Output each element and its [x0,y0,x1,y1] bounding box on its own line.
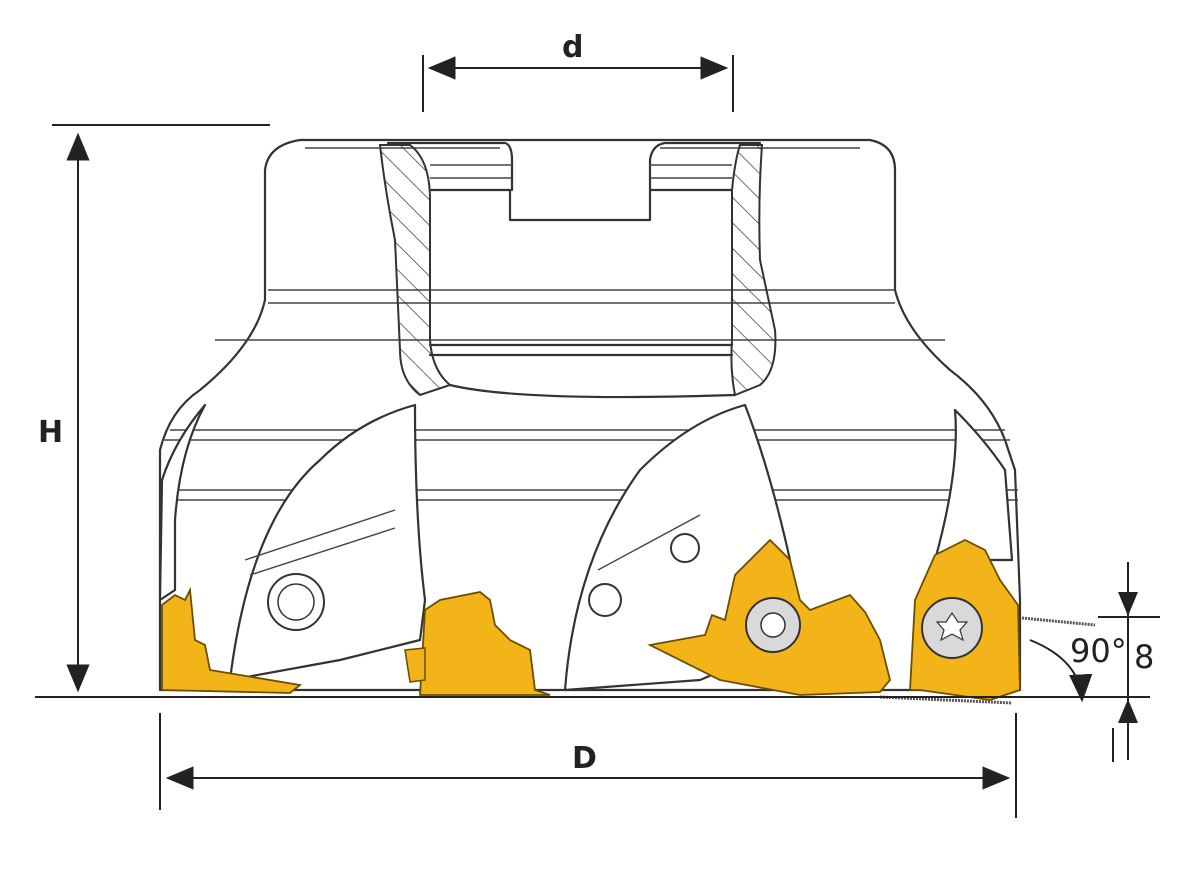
dimension-D-label: D [572,741,597,776]
insert-a [161,586,303,694]
dimension-angle: 90° [1029,632,1127,703]
insert-b [419,591,551,696]
dimension-H: H [38,124,270,693]
cutting-inserts [161,538,1021,701]
central-bore-section [378,141,777,399]
depth-label: 8 [1134,638,1154,676]
dimension-H-label: H [38,415,63,450]
dimension-d: d [422,30,734,112]
angle-label: 90° [1070,632,1127,670]
dimension-D: D [159,713,1017,818]
dimension-d-label: d [562,30,583,65]
dimension-depth: 8 [1098,562,1160,762]
